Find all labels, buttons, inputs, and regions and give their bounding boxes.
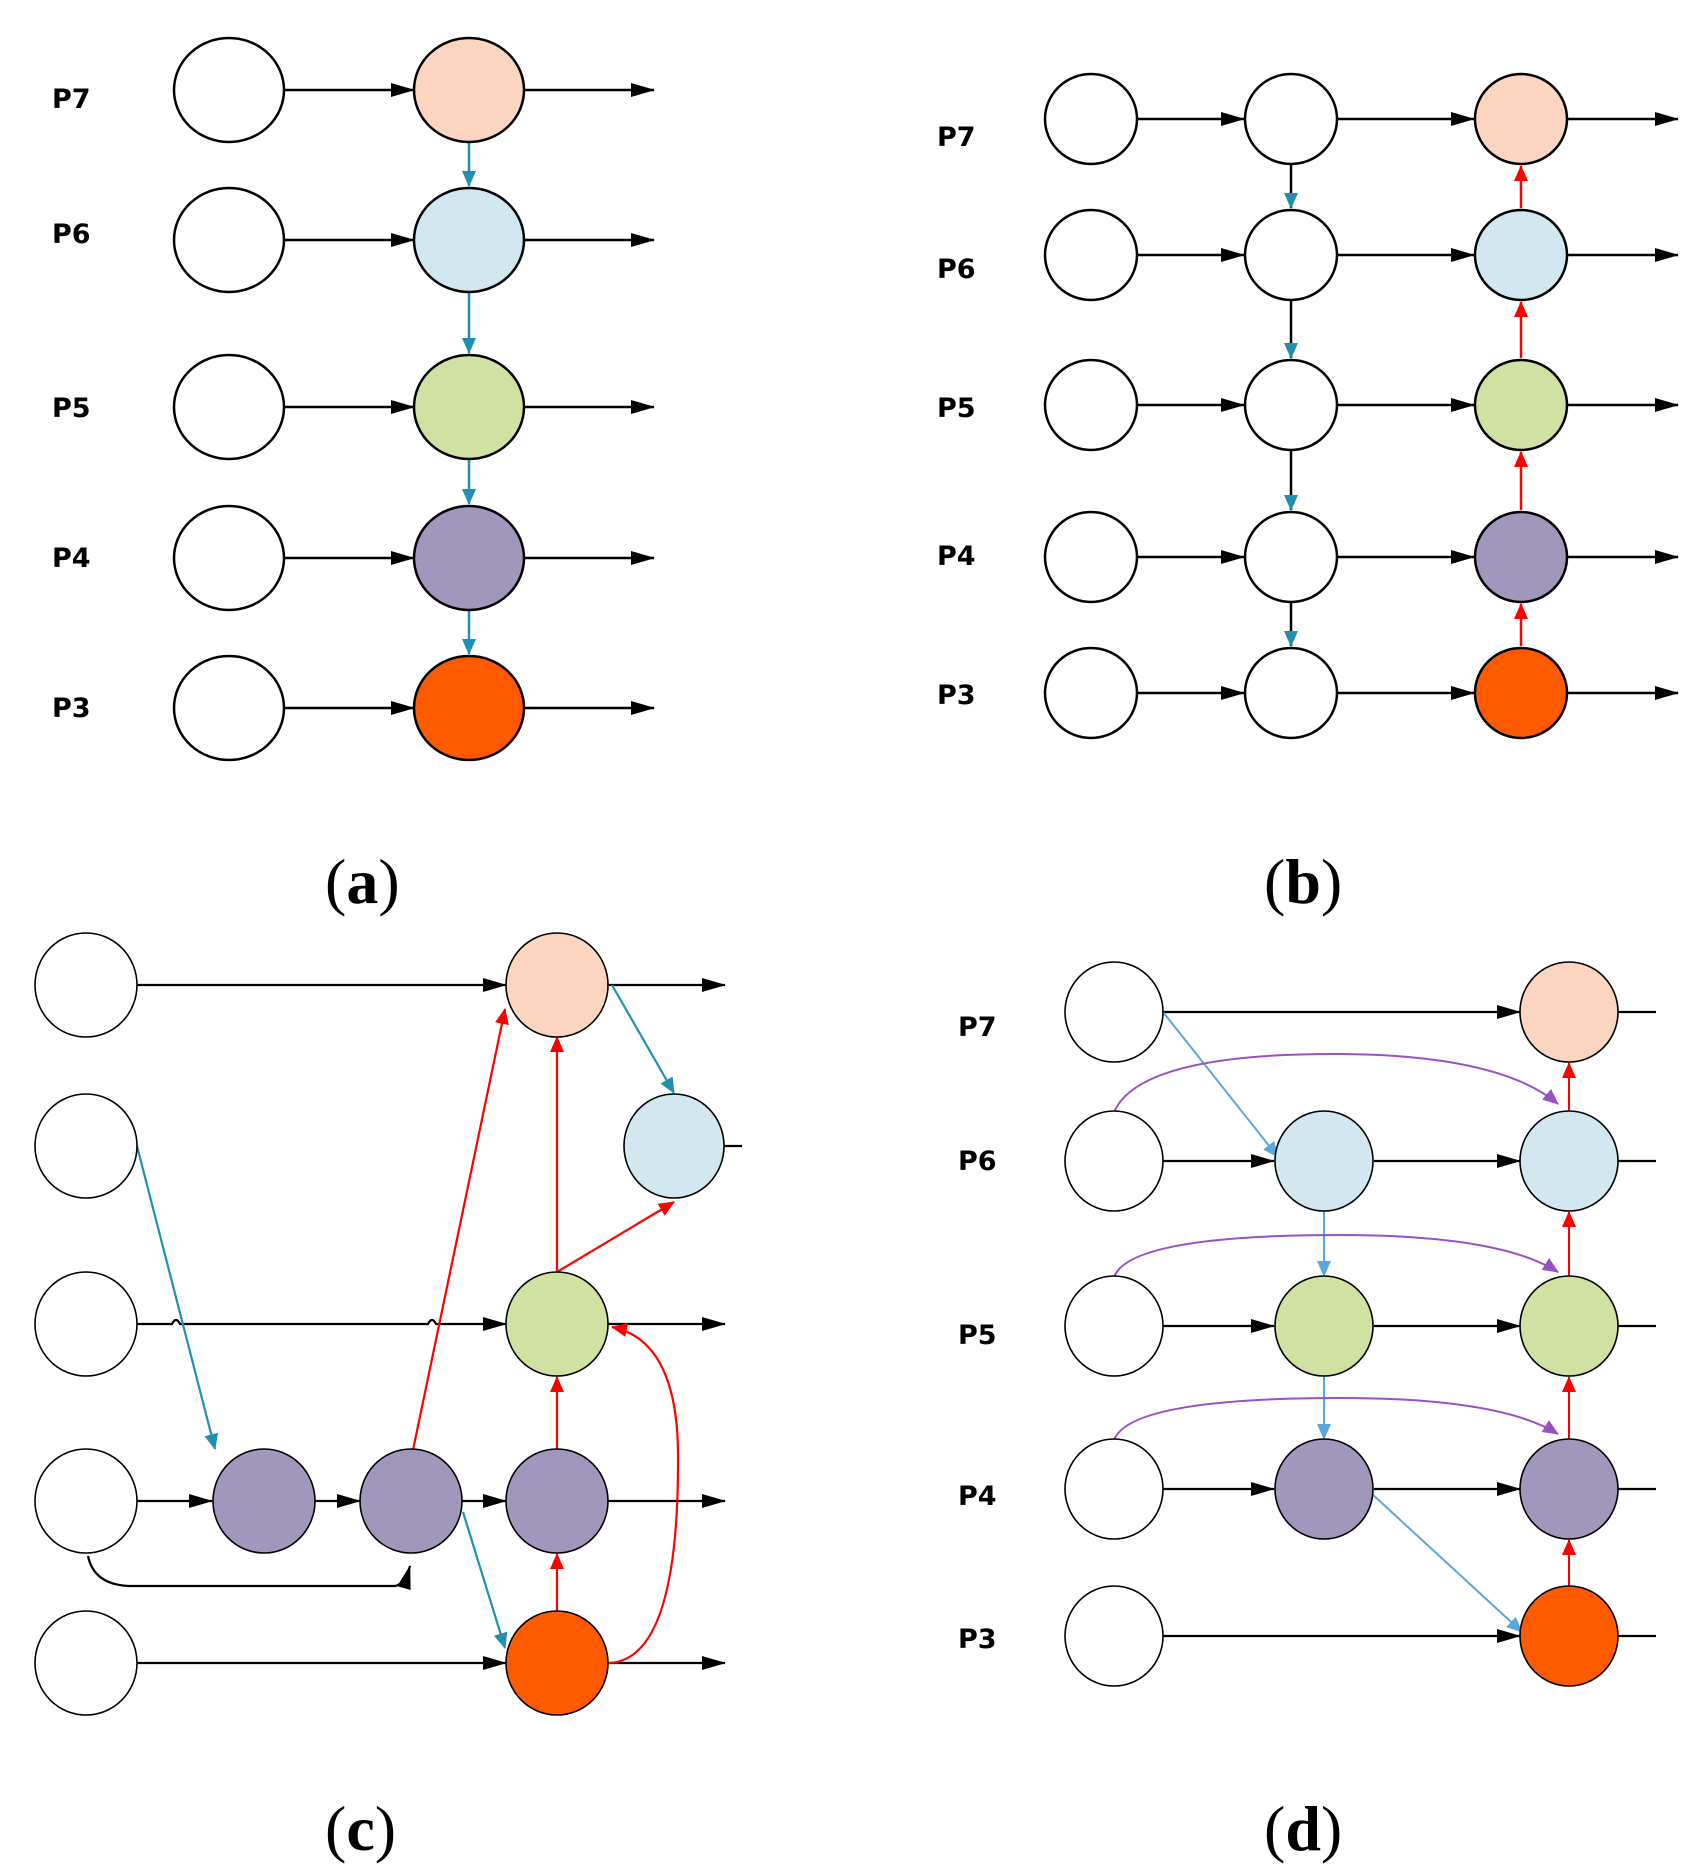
level-label-p4: P4 (958, 1481, 997, 1512)
panel-d: P7 P6 P5 P4 P3 (958, 961, 1656, 1864)
bottom-up-edges (411, 1008, 680, 1665)
level-label-p6: P6 (958, 1146, 997, 1177)
level-label-p5: P5 (52, 393, 91, 424)
nodes (1043, 72, 1569, 740)
level-label-p7: P7 (937, 122, 976, 153)
level-label-p3: P3 (937, 680, 976, 711)
level-label-p5: P5 (958, 1320, 997, 1351)
horizontal-edges (284, 83, 655, 715)
level-label-p4: P4 (52, 543, 91, 574)
horizontal-edges (1163, 1005, 1656, 1643)
level-label-p6: P6 (52, 219, 91, 250)
caption-d: (d) (1264, 1793, 1342, 1864)
nodes (34, 932, 725, 1716)
level-label-p7: P7 (52, 84, 91, 115)
panel-a: P7 P6 P5 P4 P3 (52, 36, 655, 917)
level-label-p6: P6 (937, 254, 976, 285)
panel-c: (c) (34, 932, 742, 1864)
caption-c: (c) (325, 1793, 396, 1864)
caption-b: (b) (1264, 846, 1342, 917)
top-down-edges (135, 984, 675, 1649)
level-label-p5: P5 (937, 393, 976, 424)
panel-b: P7 P6 P5 P4 P3 (937, 72, 1679, 917)
level-label-p4: P4 (937, 541, 976, 572)
caption-a: (a) (325, 846, 400, 917)
level-label-p3: P3 (958, 1624, 997, 1655)
skip-connection-edges (1113, 1052, 1559, 1441)
horizontal-edges (86, 978, 742, 1670)
level-label-p7: P7 (958, 1012, 997, 1043)
nodes (1064, 961, 1619, 1687)
horizontal-edges (1137, 112, 1679, 700)
nodes (172, 36, 526, 762)
top-down-edges (1162, 1011, 1523, 1633)
level-label-p3: P3 (52, 693, 91, 724)
